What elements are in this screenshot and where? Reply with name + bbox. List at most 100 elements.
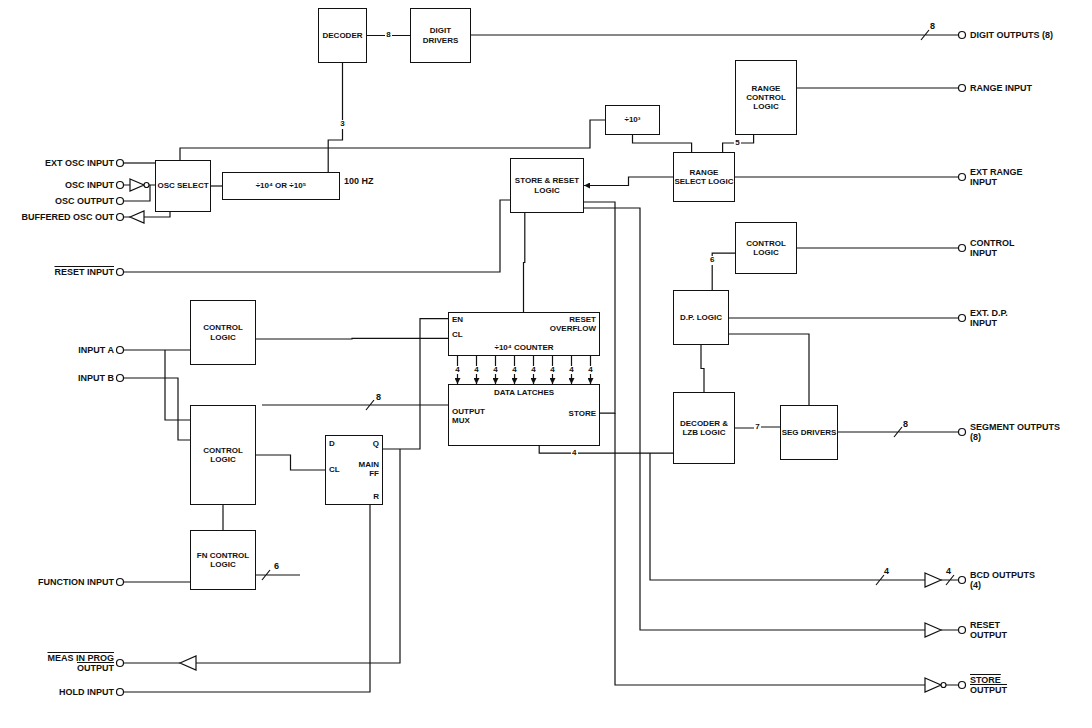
box-text: DECODER bbox=[322, 31, 362, 40]
bus-width-label: 8 bbox=[903, 419, 908, 429]
signal-connector bbox=[539, 446, 673, 453]
signal-connector bbox=[590, 356, 591, 384]
pin-name: EXT. D.P. INPUT bbox=[970, 308, 1030, 329]
signal-connector bbox=[256, 455, 325, 470]
buffer-group bbox=[130, 179, 946, 692]
wire bbox=[124, 162, 155, 163]
signal-connector bbox=[571, 356, 572, 384]
box-text: STORE & RESET LOGIC bbox=[511, 176, 583, 194]
box-text: SEG DRIVERS bbox=[782, 428, 837, 437]
pin-name: OSC INPUT bbox=[4, 180, 114, 190]
signal-connector bbox=[584, 202, 615, 413]
wire bbox=[180, 120, 605, 160]
inverter-symbol bbox=[130, 179, 144, 191]
box-text: DIGIT DRIVERS bbox=[411, 26, 470, 44]
bus-width-label: 4 bbox=[884, 566, 889, 576]
block-box: DATA LATCHES OUTPUT MUX STORE bbox=[448, 384, 600, 446]
pin-text: CL bbox=[329, 465, 340, 474]
signal-connector bbox=[735, 427, 780, 428]
signal-connector bbox=[712, 253, 735, 290]
signal-connector bbox=[701, 345, 704, 392]
bus-width-label: 4 bbox=[568, 366, 574, 375]
pin-group bbox=[117, 32, 966, 696]
wire bbox=[124, 505, 370, 692]
signal-connector bbox=[584, 177, 673, 186]
box-text: RANGE CONTROL LOGIC bbox=[736, 84, 796, 112]
pin-terminal bbox=[117, 660, 124, 667]
pin-text: D bbox=[329, 439, 335, 448]
signal-connector bbox=[524, 213, 525, 312]
bus-width-label: 6 bbox=[709, 256, 715, 265]
pin-terminal bbox=[117, 579, 124, 586]
wire bbox=[729, 317, 958, 318]
bus-width-label: 8 bbox=[376, 392, 381, 402]
signal-connector bbox=[533, 356, 534, 384]
pin-name: HOLD INPUT bbox=[4, 687, 114, 697]
pin-terminal bbox=[959, 85, 966, 92]
bus-width-label: 8 bbox=[930, 21, 935, 31]
pin-text: DATA LATCHES bbox=[449, 388, 599, 397]
pin-name: OSC OUTPUT bbox=[4, 196, 114, 206]
pin-text: EN bbox=[452, 315, 463, 324]
signal-connector bbox=[457, 356, 458, 384]
pin-terminal bbox=[959, 577, 966, 584]
block-box: DECODER & LZB LOGIC bbox=[673, 392, 735, 464]
wire bbox=[124, 378, 190, 440]
bus-width-label: 4 bbox=[946, 566, 951, 576]
block-box: SEG DRIVERS bbox=[780, 405, 838, 460]
block-box: ÷10³ bbox=[605, 105, 660, 135]
block-box: ÷10⁴ OR ÷10⁵ bbox=[222, 172, 340, 200]
pin-terminal bbox=[117, 198, 124, 205]
pin-terminal bbox=[117, 347, 124, 354]
pin-terminal bbox=[117, 160, 124, 167]
block-box: FN CONTROL LOGIC bbox=[190, 530, 256, 590]
pin-name: RANGE INPUT bbox=[970, 83, 1085, 93]
pin-terminal bbox=[959, 682, 966, 689]
signal-connector bbox=[328, 63, 342, 172]
block-box: DECODER bbox=[318, 8, 367, 63]
block-box: CONTROL LOGIC bbox=[735, 222, 797, 274]
pin-text: OUTPUT MUX bbox=[452, 407, 492, 425]
wire bbox=[791, 87, 958, 88]
signal-connector bbox=[211, 185, 222, 186]
pin-text: STORE bbox=[569, 409, 596, 418]
signal-connector bbox=[383, 319, 448, 449]
pin-name: MEAS IN PROG OUTPUT bbox=[24, 653, 114, 674]
bus-width-label: 8 bbox=[385, 31, 391, 40]
block-box: ENRESET OVERFLOWCL÷10⁴ COUNTER bbox=[448, 312, 600, 356]
signal-connector bbox=[495, 356, 496, 384]
block-box: RANGE CONTROL LOGIC bbox=[735, 60, 797, 135]
pin-text: R bbox=[373, 492, 379, 501]
signal-connector bbox=[723, 135, 754, 152]
pin-name: RESET INPUT bbox=[4, 267, 114, 277]
pin-text: RESET OVERFLOW bbox=[536, 315, 596, 333]
signal-connector bbox=[729, 334, 809, 405]
pin-name: BCD OUTPUTS (4) bbox=[970, 570, 1040, 591]
signal-connector bbox=[633, 135, 692, 152]
pin-terminal bbox=[959, 245, 966, 252]
bus-wire bbox=[465, 30, 958, 40]
signal-connector bbox=[552, 356, 553, 384]
pin-name: EXT RANGE INPUT bbox=[970, 167, 1040, 188]
box-text: DECODER & LZB LOGIC bbox=[674, 419, 734, 437]
pin-name: INPUT A bbox=[4, 345, 114, 355]
inversion-bubble bbox=[941, 683, 946, 688]
pin-terminal bbox=[117, 375, 124, 382]
block-box: RANGE SELECT LOGIC bbox=[673, 152, 735, 202]
box-text: FN CONTROL LOGIC bbox=[191, 551, 255, 569]
pin-terminal bbox=[117, 269, 124, 276]
pin-text: MAIN FF bbox=[353, 460, 379, 478]
pin-name: DIGIT OUTPUTS (8) bbox=[970, 30, 1085, 40]
pin-name: STORE OUTPUT bbox=[970, 675, 1025, 696]
wire-group bbox=[124, 30, 958, 692]
wire bbox=[124, 581, 190, 582]
box-text: ÷10⁴ OR ÷10⁵ bbox=[256, 181, 307, 190]
bus-wire bbox=[250, 570, 300, 580]
pin-terminal bbox=[117, 182, 124, 189]
box-text: CONTROL LOGIC bbox=[191, 446, 255, 464]
box-text: RANGE SELECT LOGIC bbox=[674, 168, 734, 186]
bus-width-label: 100 HZ bbox=[344, 176, 374, 186]
